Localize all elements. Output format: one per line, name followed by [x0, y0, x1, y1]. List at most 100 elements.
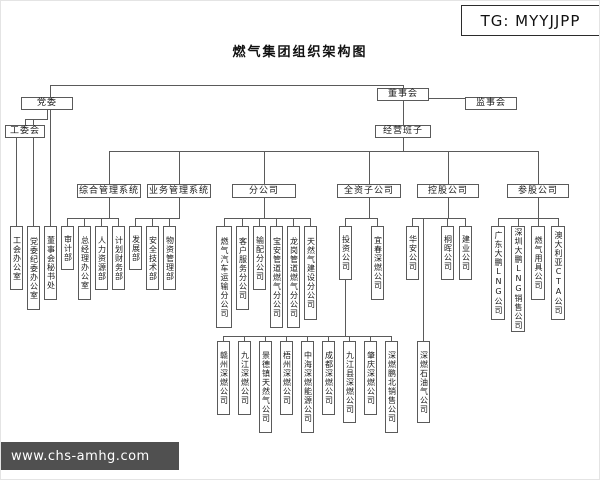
connector-line [391, 336, 392, 341]
org-node-supervisory-board: 监事会 [465, 97, 517, 110]
org-node-development-dept: 发展部 [129, 226, 142, 270]
connector-line [16, 138, 17, 226]
org-node-holding-companies: 控股公司 [417, 184, 479, 198]
connector-line [265, 336, 266, 341]
org-node-gas-construction-branch: 天然气建设分公司 [304, 226, 317, 320]
connector-line [244, 336, 245, 341]
connector-line [429, 98, 465, 99]
org-node-jiujiangxian-shenran: 九江县深燃公司 [343, 341, 356, 423]
org-node-planning-finance-dept: 计划财务部 [112, 226, 125, 290]
org-node-audit-dept: 审计部 [61, 226, 74, 270]
org-node-zhaoqing-shenran: 肇庆深燃公司 [364, 341, 377, 415]
connector-line [293, 218, 294, 226]
connector-line [403, 85, 404, 89]
connector-line [345, 218, 346, 226]
connector-line [224, 218, 225, 226]
connector-line [403, 101, 404, 125]
org-node-jianye-company: 建业公司 [459, 226, 472, 280]
org-node-materials-dept: 物资管理部 [163, 226, 176, 290]
org-node-gm-office: 总经理办公室 [78, 226, 91, 300]
connector-line [276, 218, 277, 226]
connector-line [448, 198, 449, 218]
connector-line [152, 218, 153, 226]
connector-line [538, 198, 539, 218]
connector-line [558, 218, 559, 226]
org-node-general-mgmt-system: 综合管理系统 [77, 184, 141, 198]
org-node-shenzhen-dapeng-lng-sales: 深圳大鹏LNG销售公司 [511, 226, 525, 332]
connector-line [448, 151, 449, 184]
connector-line [370, 336, 371, 341]
org-node-wholly-owned-subsidiaries: 全资子公司 [337, 184, 401, 198]
connector-line [310, 218, 311, 226]
tg-watermark-label: TG: MYYJJPP [461, 5, 599, 36]
org-node-safety-tech-dept: 安全技术部 [146, 226, 159, 290]
org-node-jingdezhen-gas: 景德镇天然气公司 [259, 341, 272, 433]
connector-line [377, 218, 378, 226]
org-node-yichun-shenran-company: 宜春深燃公司 [371, 226, 384, 300]
connector-line [264, 198, 265, 218]
org-node-gas-vehicle-transport-branch: 燃气汽车运输分公司 [216, 226, 232, 328]
org-node-zhonghai-shenran-energy: 中海深燃能源公司 [301, 341, 314, 433]
org-node-hr-dept: 人力资源部 [95, 226, 108, 290]
org-node-work-committee: 工委会 [5, 125, 45, 138]
connector-line [84, 218, 85, 226]
connector-line [498, 218, 559, 219]
connector-line [67, 218, 68, 226]
connector-line [412, 218, 413, 226]
connector-line [135, 218, 180, 219]
connector-line [465, 218, 466, 226]
connector-line [109, 151, 110, 184]
org-node-australia-cta-company: 澳大利亚CTA公司 [551, 226, 565, 320]
connector-line [369, 198, 370, 218]
org-node-equity-companies: 参股公司 [507, 184, 569, 198]
page-title: 燃气集团组织架构图 [232, 45, 368, 60]
connector-line [369, 151, 370, 184]
org-node-longgang-pipeline-branch: 龙岗管道燃气分公司 [287, 226, 300, 328]
connector-line [33, 119, 34, 226]
org-node-management-team: 经营班子 [375, 125, 431, 138]
connector-line [259, 218, 260, 226]
connector-line [349, 336, 350, 341]
org-node-gas-appliance-company: 燃气用具公司 [531, 226, 545, 300]
connector-line [345, 280, 346, 336]
connector-line [538, 218, 539, 226]
org-node-business-mgmt-system: 业务管理系统 [147, 184, 211, 198]
connector-line [242, 218, 243, 226]
connector-line [307, 336, 308, 341]
org-node-discipline-office: 党委纪委办公室 [27, 226, 40, 310]
connector-line [50, 85, 404, 86]
connector-line [264, 151, 265, 184]
connector-line [538, 151, 539, 184]
org-node-baoan-pipeline-branch: 宝安管道燃气分公司 [270, 226, 283, 328]
connector-line [67, 218, 119, 219]
connector-line [412, 218, 466, 219]
org-node-tonghui-company: 桐晖公司 [441, 226, 454, 280]
org-node-shenran-lpg-company: 深燃石油气公司 [417, 341, 430, 423]
org-node-transmission-branch: 输配分公司 [253, 226, 266, 290]
connector-line [498, 218, 499, 226]
connector-line [224, 218, 311, 219]
connector-line [223, 336, 224, 341]
org-node-customer-service-branch: 客户服务分公司 [236, 226, 249, 310]
connector-line [286, 336, 287, 341]
org-node-huaan-company: 华安公司 [406, 226, 419, 280]
connector-line [25, 119, 48, 120]
connector-line [518, 218, 519, 226]
org-node-party-committee: 党委 [21, 97, 73, 110]
connector-line [328, 336, 329, 341]
connector-line [179, 151, 180, 184]
org-node-union-office: 工会办公室 [10, 226, 23, 290]
org-node-board-of-directors: 董事会 [377, 88, 429, 101]
connector-line [447, 218, 448, 226]
connector-line [169, 218, 170, 226]
connector-line [25, 119, 26, 126]
org-node-board-secretariat: 董事会秘书处 [44, 226, 57, 300]
org-node-shenran-pengbei-sales: 深燃鹏北销售公司 [385, 341, 398, 433]
connector-line [118, 218, 119, 226]
connector-line [345, 218, 378, 219]
org-node-chengdu-shenran: 成都深燃公司 [322, 341, 335, 415]
website-watermark: www.chs-amhg.com [1, 442, 179, 470]
org-node-branch-companies: 分公司 [232, 184, 296, 198]
connector-line [423, 218, 424, 341]
